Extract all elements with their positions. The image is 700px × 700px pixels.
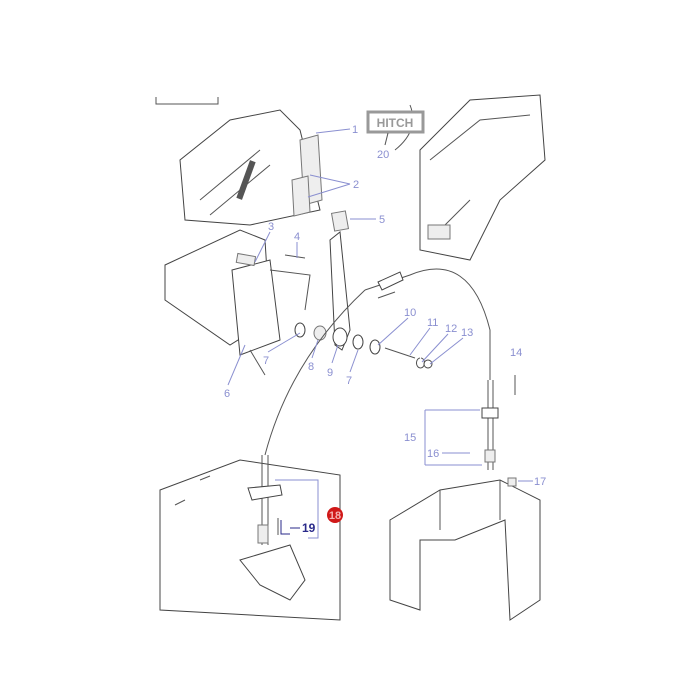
callout-8[interactable]: 8 (308, 361, 314, 373)
callout-10[interactable]: 10 (404, 307, 416, 319)
callout-20[interactable]: 20 (377, 149, 389, 161)
callout-12[interactable]: 12 (445, 323, 457, 335)
highlight-marker (327, 507, 343, 523)
callout-19[interactable]: 19 (302, 521, 316, 535)
callout-18[interactable]: 18 (329, 510, 341, 522)
callout-6[interactable]: 6 (224, 388, 230, 400)
callout-5[interactable]: 5 (379, 214, 385, 226)
reference-label-frame (155, 97, 219, 105)
callout-17[interactable]: 17 (534, 476, 546, 488)
callout-13[interactable]: 13 (461, 327, 473, 339)
cab-console-left (179, 109, 323, 226)
callout-14[interactable]: 14 (510, 347, 522, 359)
fender-panel (159, 459, 341, 621)
callout-15[interactable]: 15 (404, 432, 416, 444)
callout-7b[interactable]: 7 (346, 375, 352, 387)
callout-16[interactable]: 16 (427, 448, 439, 460)
hitch-badge-text: HITCH (377, 116, 414, 130)
hitch-badge (366, 110, 425, 134)
callout-9[interactable]: 9 (327, 367, 333, 379)
callout-4[interactable]: 4 (294, 231, 300, 243)
callout-7[interactable]: 7 (263, 355, 269, 367)
callout-11[interactable]: 11 (427, 317, 438, 329)
rear-frame (389, 479, 541, 621)
control-cable (264, 268, 491, 456)
callout-1[interactable]: 1 (352, 124, 358, 136)
cab-console-right (394, 94, 546, 261)
callout-3[interactable]: 3 (268, 221, 274, 233)
callout-2[interactable]: 2 (353, 179, 359, 191)
